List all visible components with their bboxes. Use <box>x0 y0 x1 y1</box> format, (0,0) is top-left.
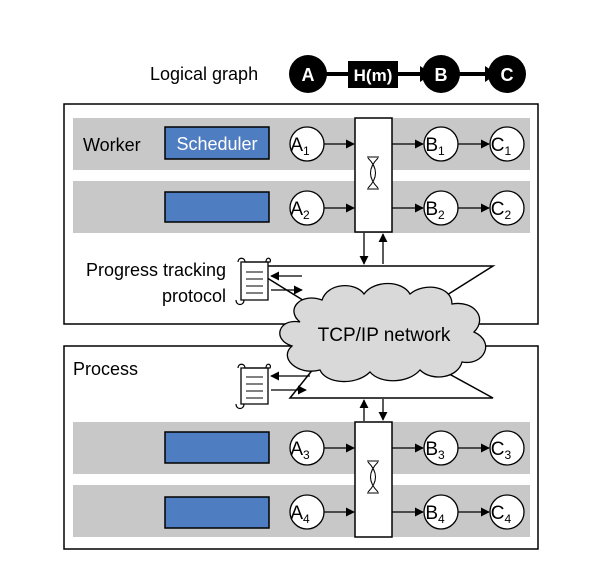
scroll-roll-top <box>237 257 271 263</box>
tcp-ip-cloud <box>279 282 487 383</box>
worker-label: Worker <box>83 135 141 155</box>
scheduler-label: Scheduler <box>176 134 257 154</box>
logical-node-h-label: H(m) <box>354 66 393 85</box>
logical-node-c-label: C <box>501 65 514 85</box>
progress-scroll-top <box>235 257 303 306</box>
progress-label-line1: Progress tracking <box>86 260 226 280</box>
exchange-cross-icon <box>367 157 379 189</box>
operator-a3-label: A3 <box>290 439 310 462</box>
logical-node-a <box>289 55 327 93</box>
logical-graph: Logical graph A H(m) B C <box>150 55 526 93</box>
progress-scroll-bottom <box>235 363 310 410</box>
operator-c2 <box>489 190 525 226</box>
operator-c3 <box>489 430 525 466</box>
operator-c1 <box>489 126 525 162</box>
logical-node-h <box>348 61 398 88</box>
operator-b1-label: B1 <box>425 135 445 158</box>
operator-c2-label: C2 <box>491 199 512 222</box>
operator-c1-label: C1 <box>491 135 512 158</box>
operator-b3-label: B3 <box>425 439 445 462</box>
exchange-cross-icon <box>367 461 379 493</box>
scheduler-box-1 <box>164 126 270 160</box>
exchange-box-top <box>354 117 393 233</box>
process-label: Process <box>73 359 138 379</box>
operator-c4 <box>489 494 525 530</box>
scroll-roll-bottom <box>235 299 245 306</box>
scheduler-box-4 <box>164 496 270 529</box>
operator-a2-label: A2 <box>290 199 310 222</box>
scheduler-box-3 <box>164 431 270 464</box>
logical-node-a-label: A <box>302 65 315 85</box>
operator-a1-label: A1 <box>290 135 310 158</box>
network-label: TCP/IP network <box>318 325 451 346</box>
operator-a4-label: A4 <box>290 503 310 526</box>
scroll-roll-top <box>237 363 271 369</box>
logical-node-b <box>422 55 460 93</box>
operator-c3-label: C3 <box>491 439 512 462</box>
operator-b4-label: B4 <box>425 503 445 526</box>
exchange-box-bottom <box>354 421 393 538</box>
logical-node-b-label: B <box>435 65 448 85</box>
scroll-roll-bottom <box>235 403 245 410</box>
scroll-icon <box>240 367 269 405</box>
logical-graph-label: Logical graph <box>150 64 258 84</box>
scheduler-box-2 <box>164 191 270 223</box>
operator-b2-label: B2 <box>425 199 445 222</box>
network: TCP/IP network <box>245 233 496 421</box>
operator-c4-label: C4 <box>491 503 512 526</box>
logical-node-c <box>488 55 526 93</box>
scroll-icon <box>240 261 269 301</box>
progress-label-line2: protocol <box>162 286 226 306</box>
